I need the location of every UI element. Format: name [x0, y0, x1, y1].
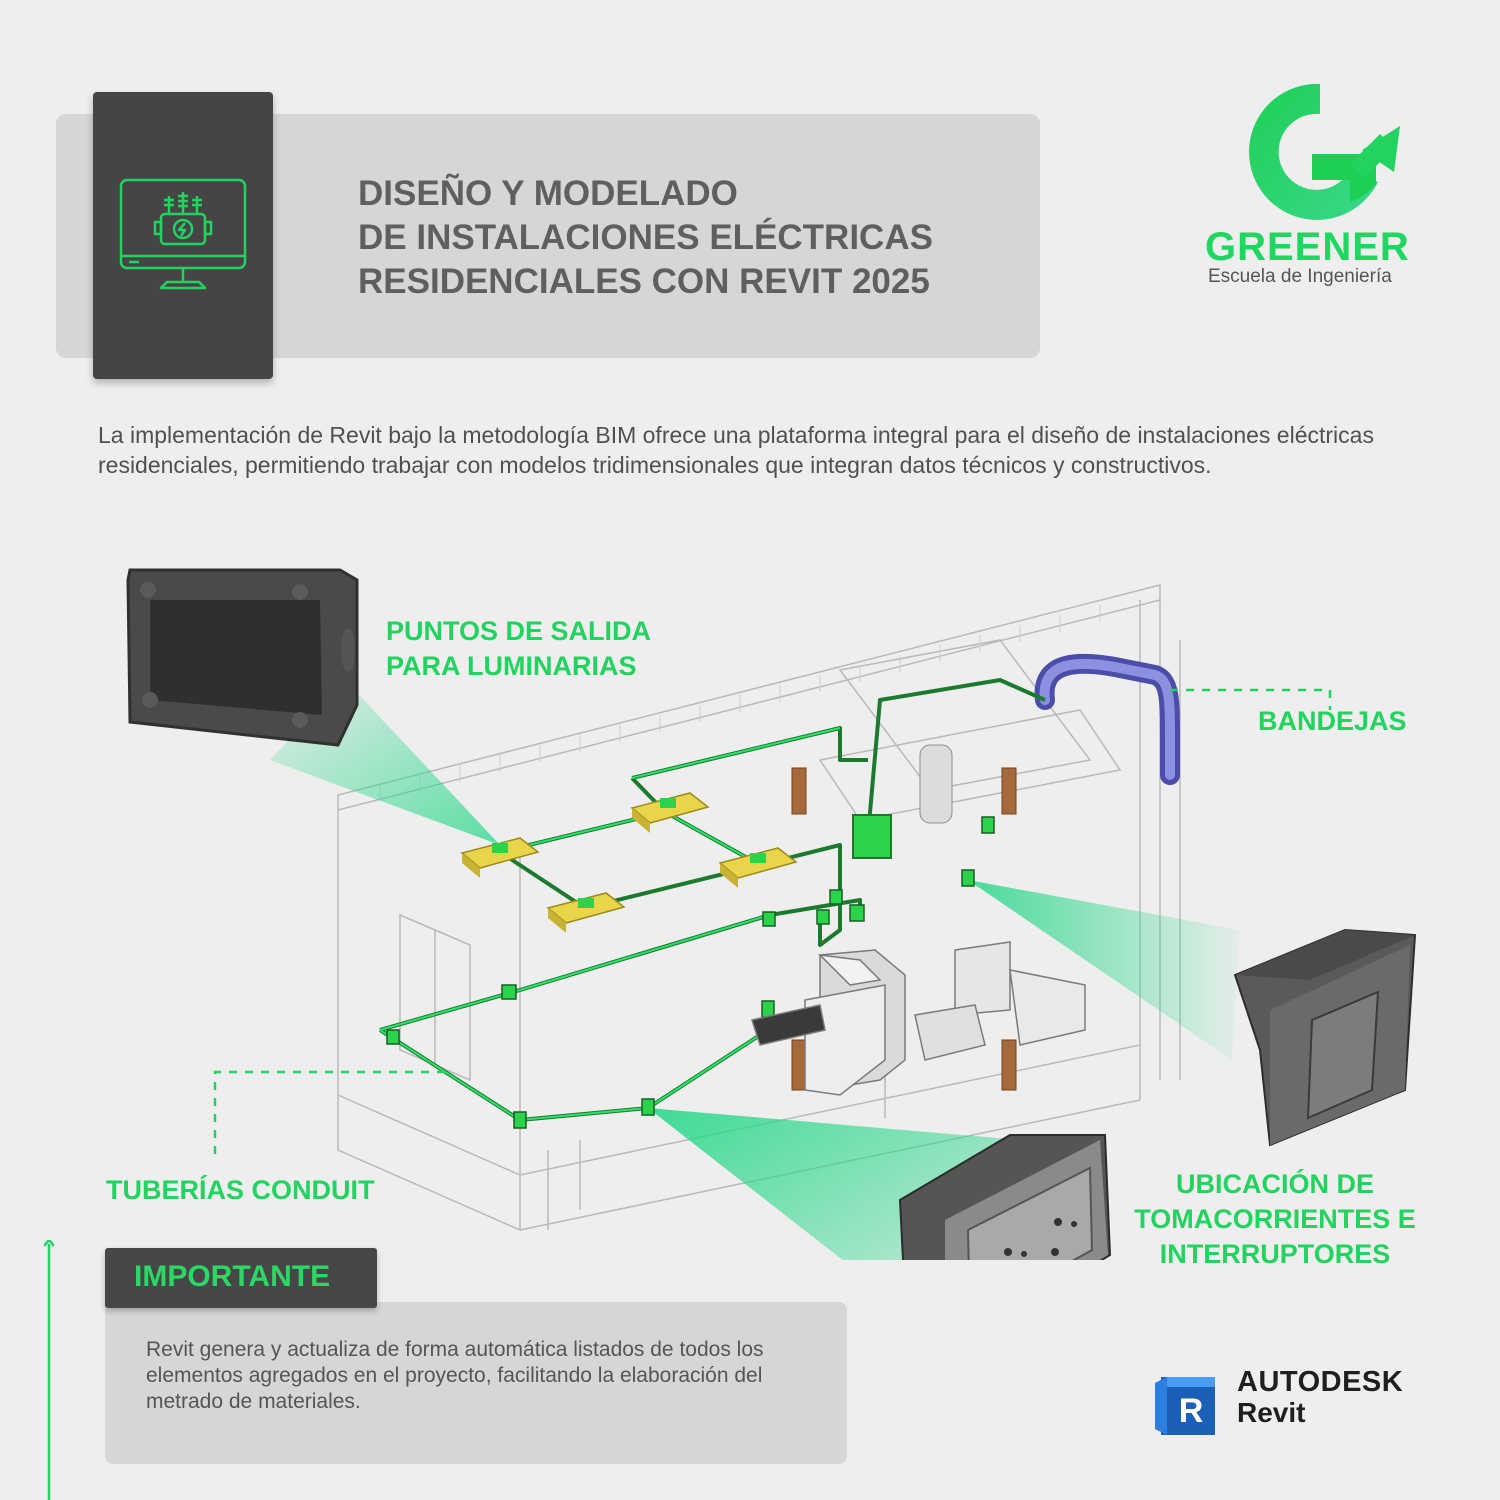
- label-luminaire-outlets: PUNTOS DE SALIDA PARA LUMINARIAS: [386, 614, 651, 684]
- brand-name: GREENER: [1205, 225, 1410, 269]
- brand-subtitle: Escuela de Ingeniería: [1208, 266, 1392, 287]
- arrow-up-icon: [44, 1240, 54, 1500]
- label-outlets-switches: UBICACIÓN DE TOMACORRIENTES E INTERRUPTO…: [1120, 1167, 1430, 1272]
- electrical-panel: [852, 814, 892, 859]
- revit-r-logo: R: [1155, 1377, 1215, 1435]
- intro-paragraph: La implementación de Revit bajo la metod…: [98, 422, 1374, 478]
- monitor-electrical-panel-icon: [119, 178, 247, 290]
- important-box: [105, 1302, 847, 1464]
- junction-boxes: [386, 816, 995, 1129]
- switch-illustration: [1233, 928, 1417, 1147]
- autodesk-product: Revit: [1237, 1397, 1306, 1428]
- title-line-2: DE INSTALACIONES ELÉCTRICAS: [358, 218, 933, 257]
- important-text: Revit genera y actualiza de forma automá…: [146, 1338, 764, 1413]
- title-line-1: DISEÑO Y MODELADO: [358, 174, 738, 213]
- electrical-installation-diagram: [126, 568, 1417, 1260]
- junction-box-illustration: [126, 568, 359, 747]
- outlet-illustration: [898, 1134, 1112, 1260]
- page-title: DISEÑO Y MODELADO DE INSTALACIONES ELÉCT…: [358, 172, 1038, 304]
- greener-g-arrow-logo: [1249, 83, 1400, 220]
- label-outlets-switches-line-2: TOMACORRIENTES E: [1134, 1204, 1416, 1234]
- important-label: IMPORTANTE: [134, 1260, 331, 1293]
- bathroom-fixtures: [751, 941, 1086, 1096]
- label-outlets-switches-line-1: UBICACIÓN DE: [1175, 1169, 1374, 1199]
- important-tab: [105, 1248, 377, 1308]
- luminaire-outlets: [460, 792, 798, 933]
- revit-logo-letter: R: [1179, 1392, 1204, 1430]
- label-conduit: TUBERÍAS CONDUIT: [106, 1175, 375, 1205]
- title-line-3: RESIDENCIALES CON REVIT 2025: [358, 262, 930, 301]
- label-cable-trays: BANDEJAS: [1258, 706, 1407, 736]
- label-outlets-switches-line-3: INTERRUPTORES: [1159, 1239, 1391, 1269]
- autodesk-name: AUTODESK: [1237, 1366, 1404, 1398]
- plumbing-elements: [791, 744, 1017, 1091]
- leader-lines: [213, 688, 1332, 1160]
- label-luminaire-outlets-line-1: PUNTOS DE SALIDA: [386, 616, 652, 646]
- label-luminaire-outlets-line-2: PARA LUMINARIAS: [386, 651, 637, 681]
- cable-tray: [1034, 653, 1180, 785]
- switch-beam: [968, 880, 1240, 1060]
- icon-card: [93, 92, 273, 379]
